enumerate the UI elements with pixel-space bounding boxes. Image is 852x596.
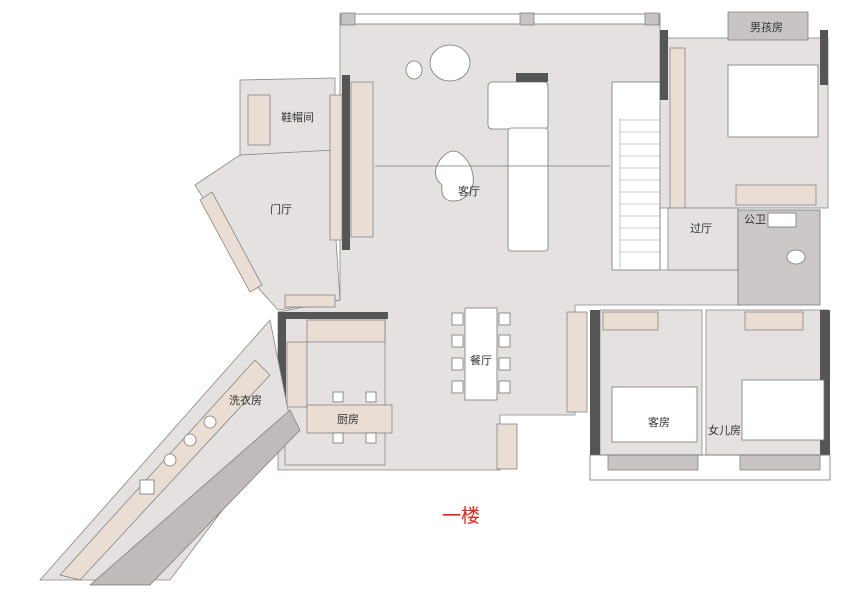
room-label-hallway: 过厅	[690, 222, 712, 235]
shoe-cabinet	[329, 94, 343, 241]
island	[306, 404, 393, 434]
room-label-foyer: 门厅	[270, 202, 292, 216]
entry-cabinet	[199, 191, 263, 293]
side-stool	[405, 60, 423, 80]
sofa	[507, 127, 549, 252]
exterior-wall	[589, 454, 831, 481]
tv-cabinet	[350, 81, 374, 238]
wall	[660, 30, 668, 100]
wall	[820, 30, 828, 85]
ottoman	[516, 73, 548, 82]
room-label-laundry: 洗衣房	[229, 393, 262, 407]
room-label-dining: 餐厅	[470, 353, 492, 367]
cabinet	[284, 294, 336, 308]
coffee-table	[487, 81, 549, 130]
column	[340, 12, 356, 26]
wardrobe	[566, 311, 588, 413]
vanity	[767, 212, 797, 228]
wall	[820, 310, 830, 455]
room-label-boy-room: 男孩房	[750, 21, 783, 34]
balcony	[607, 454, 699, 471]
room-label-living: 客厅	[458, 184, 480, 198]
hallway-floor	[667, 207, 739, 271]
shoe-cabinet	[247, 94, 271, 146]
washing-machines	[139, 415, 217, 495]
laundry-corridor	[89, 409, 301, 586]
laundry-floor	[39, 319, 291, 581]
kitchen-stools	[332, 391, 377, 444]
room-label-public-bath: 公卫	[744, 213, 766, 226]
dining-chairs	[451, 312, 511, 394]
room-label-guest-room: 客房	[648, 415, 670, 429]
laundry-counter	[59, 359, 271, 581]
wardrobe	[744, 311, 804, 331]
wardrobe	[602, 311, 659, 331]
wall	[278, 312, 286, 402]
rug	[435, 150, 474, 202]
lounge-chair	[429, 44, 471, 82]
staircase	[611, 81, 661, 271]
tv-wall	[342, 75, 350, 250]
room-label-kitchen: 厨房	[337, 413, 359, 426]
stove-counter	[306, 319, 386, 343]
floor-title: 一楼	[442, 505, 480, 527]
room-label-shoe-room: 鞋帽间	[281, 110, 314, 124]
cabinet	[496, 423, 518, 470]
wardrobe	[669, 47, 686, 209]
dining-table	[464, 307, 498, 401]
boy-room-tag	[727, 11, 809, 41]
stair-treads	[619, 118, 660, 268]
column	[519, 12, 535, 26]
wall	[278, 312, 388, 319]
balcony	[739, 454, 821, 471]
bed	[727, 64, 819, 138]
top-wall	[339, 13, 661, 25]
wardrobe	[735, 184, 817, 206]
guest-bed	[611, 386, 698, 443]
wall	[590, 310, 600, 455]
daughter-bed	[741, 379, 825, 441]
room-label-daughter-room: 女儿房	[708, 423, 741, 437]
column	[644, 12, 660, 26]
toilet	[786, 249, 806, 265]
sink-counter	[286, 341, 308, 408]
